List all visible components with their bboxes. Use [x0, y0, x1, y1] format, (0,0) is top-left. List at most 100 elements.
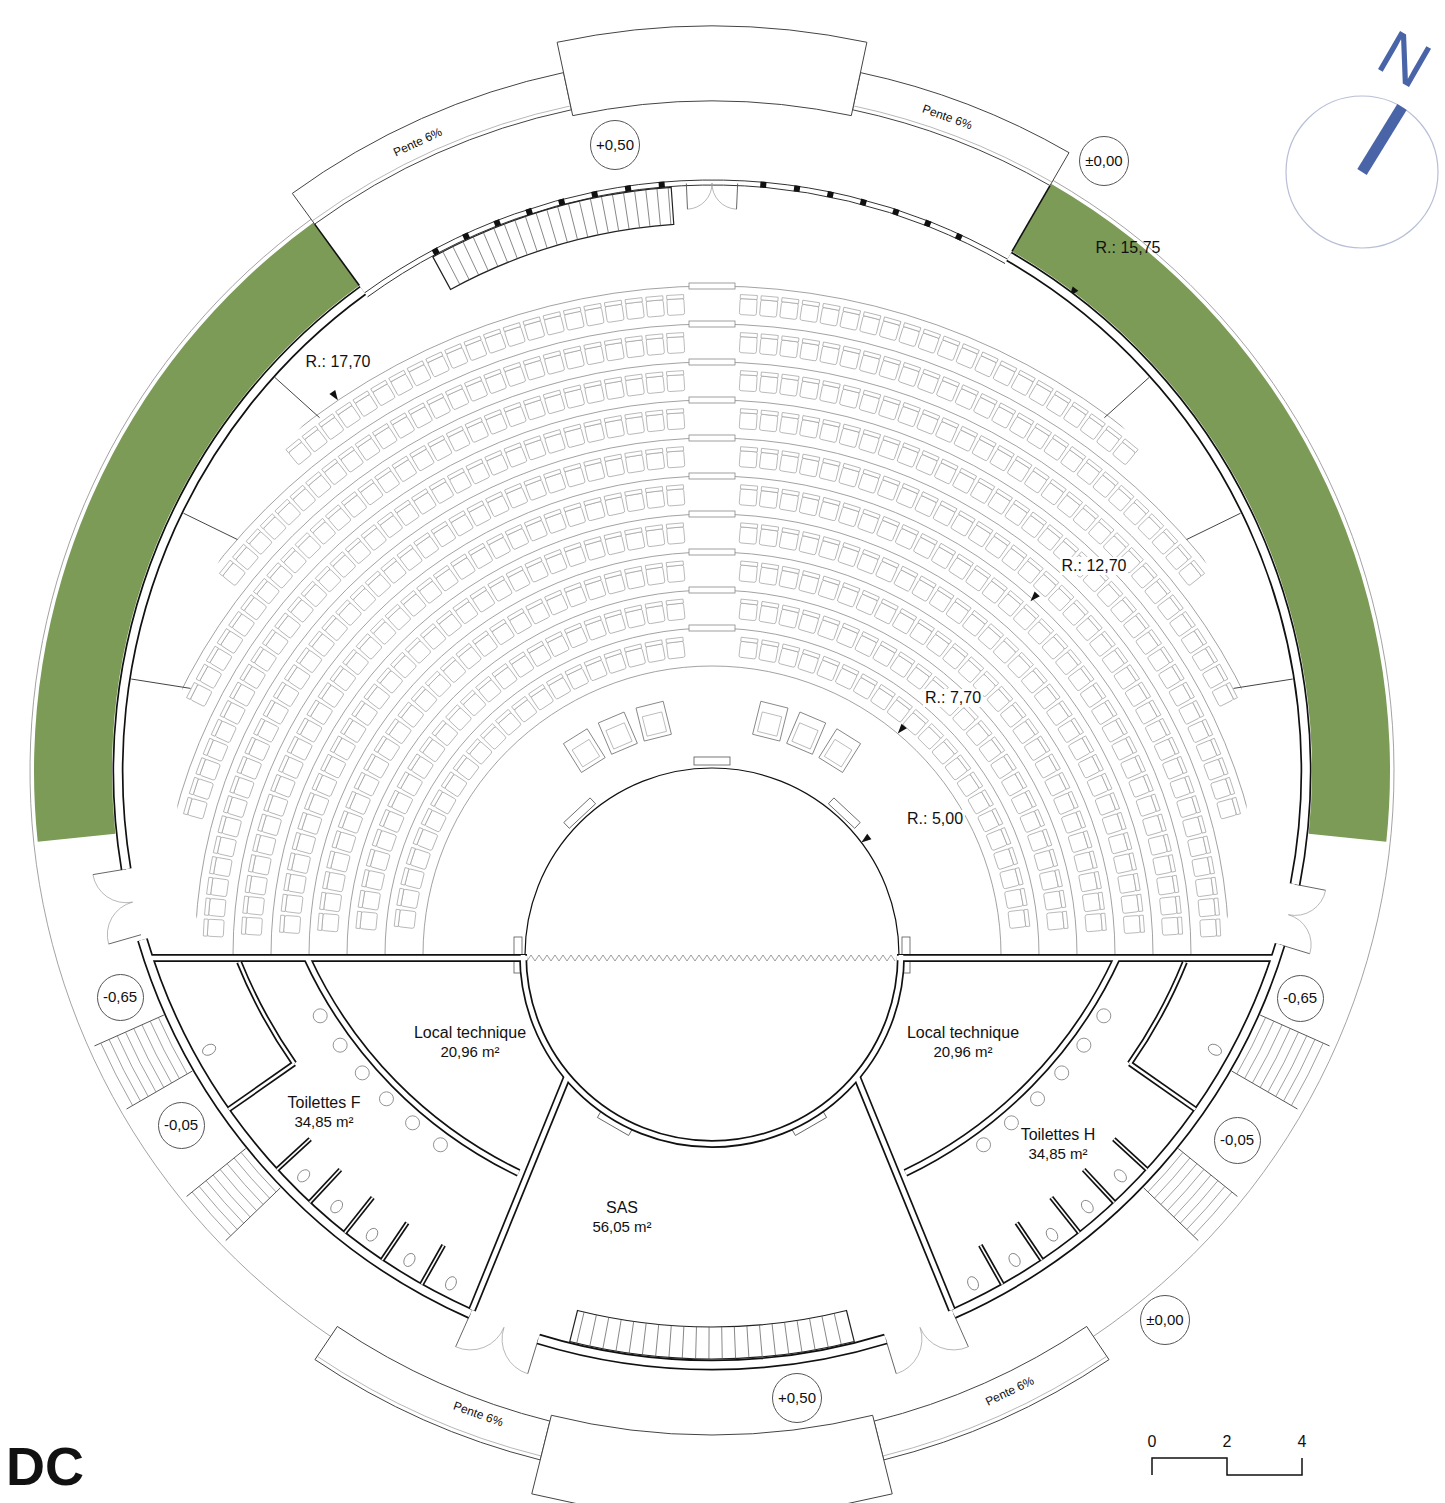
seat-back: [1014, 500, 1030, 513]
seat: [645, 601, 665, 624]
seat-back: [1042, 829, 1051, 846]
seat-back: [296, 648, 309, 664]
seat-back: [1191, 560, 1205, 576]
seat-back: [1086, 459, 1102, 473]
seat: [625, 336, 644, 358]
seat: [445, 344, 468, 369]
seat-back: [213, 836, 221, 853]
seat-back: [646, 410, 663, 416]
front-seat-pan: [606, 723, 632, 749]
seat: [878, 396, 900, 420]
door-swing: [456, 1327, 504, 1350]
seat-back: [1059, 890, 1066, 907]
seat-back: [918, 619, 934, 632]
seat: [1068, 831, 1092, 853]
seat-back: [405, 638, 420, 653]
seat-back: [267, 563, 281, 578]
seat-pan: [759, 452, 778, 470]
wall-core: [472, 1076, 567, 1310]
seat: [205, 898, 227, 917]
seat-back: [1116, 718, 1128, 735]
seat-back: [782, 489, 799, 496]
seat-back: [524, 436, 541, 445]
seat-pan: [739, 337, 757, 354]
seat: [839, 463, 861, 487]
seat-back: [401, 868, 409, 885]
seat-pan: [739, 451, 757, 468]
level-value: -0,05: [164, 1116, 198, 1134]
seat-back: [922, 410, 939, 420]
seat-back: [666, 523, 683, 528]
mullion: [860, 199, 867, 206]
seat-back: [219, 560, 233, 576]
seat: [372, 829, 396, 852]
seat-back: [187, 682, 198, 699]
seat-back: [604, 610, 621, 619]
front-seat-pan: [572, 739, 600, 767]
mullion: [432, 247, 440, 255]
seat-back: [366, 849, 375, 866]
wall-outline: [142, 940, 470, 1314]
wall-outline: [1114, 1139, 1147, 1169]
glazing-line: [368, 185, 1005, 297]
seat: [646, 448, 665, 470]
seat: [817, 616, 840, 641]
seat-back: [896, 696, 912, 709]
washbasin: [433, 1138, 447, 1152]
stair-tread: [603, 1317, 609, 1348]
seat-pan: [739, 413, 757, 430]
seat-back: [666, 447, 683, 452]
seat-back: [529, 684, 545, 697]
front-seat: [819, 729, 861, 773]
seat-back: [241, 595, 254, 611]
seat-back: [406, 847, 415, 864]
wall-core: [345, 1198, 373, 1233]
seat-back: [1094, 871, 1101, 888]
seat-back: [1159, 718, 1170, 735]
seat-back: [446, 705, 461, 720]
seat-back: [782, 566, 799, 573]
seat: [973, 394, 997, 419]
seat-pan: [1085, 914, 1102, 932]
seat-back: [843, 583, 860, 593]
mullion: [462, 232, 470, 240]
seat-back: [802, 532, 819, 540]
seat: [1113, 853, 1136, 874]
seat: [1061, 811, 1086, 834]
seat: [464, 377, 487, 402]
seat-back: [246, 529, 260, 544]
seat-back: [862, 590, 879, 601]
front-seat-pan: [792, 723, 818, 749]
seat-back: [584, 419, 601, 427]
aisle-step: [689, 435, 735, 441]
seat-back: [1015, 772, 1027, 789]
seat: [1212, 682, 1238, 706]
step-edge: [233, 476, 1191, 955]
seat-pan: [667, 413, 685, 430]
seat: [798, 649, 820, 673]
planted-bank: [1012, 184, 1390, 842]
seat: [318, 913, 339, 932]
seat: [857, 549, 880, 574]
seat: [413, 828, 438, 851]
seat-back: [1177, 544, 1191, 560]
seat: [304, 793, 329, 816]
seat-back: [218, 816, 226, 833]
seat: [816, 656, 839, 681]
seat-back: [275, 499, 290, 514]
wall-core: [310, 1170, 341, 1203]
seat-back: [1203, 836, 1211, 853]
seat-back: [524, 476, 541, 486]
seat-back: [524, 516, 541, 526]
seat-back: [1126, 736, 1137, 753]
seat: [739, 523, 758, 544]
seat: [799, 416, 819, 439]
seat: [780, 374, 800, 396]
seat-back: [251, 647, 264, 663]
seat-back: [371, 380, 388, 392]
front-seat-pan: [642, 712, 666, 736]
seat: [366, 849, 390, 871]
seat-pan: [1157, 876, 1175, 895]
seat: [346, 791, 371, 815]
